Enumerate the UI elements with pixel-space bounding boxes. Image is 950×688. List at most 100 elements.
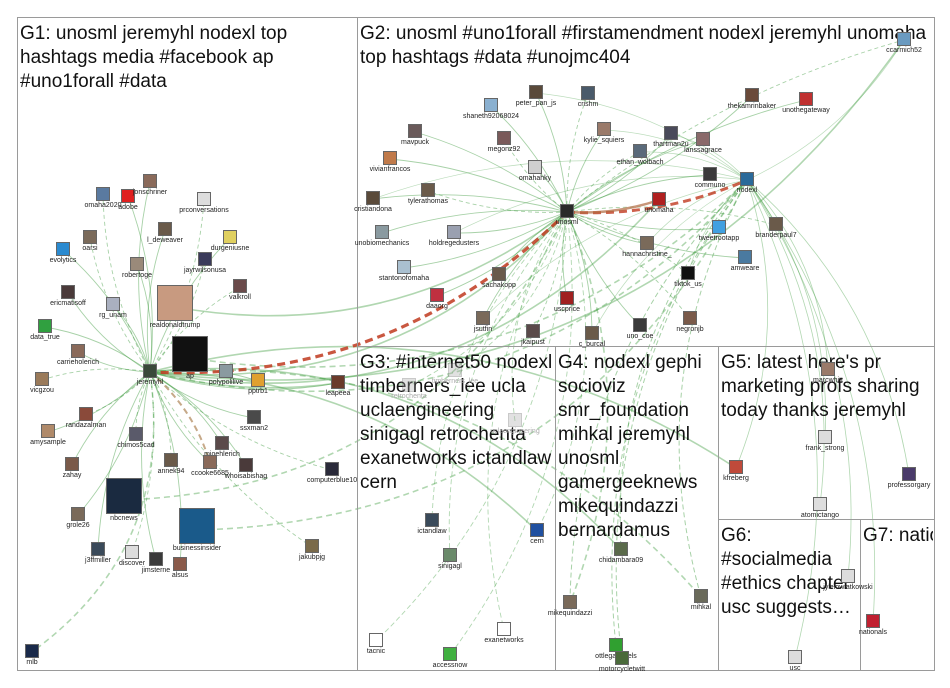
node-ericmatisoff[interactable]: ericmatisoff [50, 285, 86, 307]
node-thartman2u[interactable]: thartman2u [653, 126, 689, 148]
node-mjoehlerich[interactable]: mjoehlerich [204, 436, 240, 458]
node-timberners[interactable]: timberners_lee [432, 363, 478, 385]
node-unomaha[interactable]: unomaha [644, 192, 674, 214]
node-omahahky[interactable]: omahahky [519, 160, 551, 182]
node-randazalman[interactable]: randazalman [66, 407, 106, 429]
node-grole26[interactable]: grole26 [66, 507, 90, 529]
node-nationals[interactable]: nationals [859, 614, 887, 636]
node-realdonaldtrump[interactable]: realdonaldtrump [150, 285, 200, 329]
node-vivianfrancos[interactable]: vivianfrancos [370, 151, 410, 173]
node-nodexl[interactable]: nodexl [737, 172, 757, 194]
node-mavpuck[interactable]: mavpuck [401, 124, 429, 146]
node-uscprice[interactable]: uscprice [554, 291, 580, 313]
node-usc[interactable]: usc [788, 650, 802, 672]
node-jakubpjg[interactable]: jakubpjg [299, 539, 325, 561]
node-holdregedusters[interactable]: holdregedusters [429, 225, 479, 247]
node-robertoge[interactable]: robertoge [122, 257, 152, 279]
node-shaneth[interactable]: shaneth92068024 [463, 98, 519, 120]
node-durgeniusne[interactable]: durgeniusne [211, 230, 249, 252]
node-unosml[interactable]: unosml [556, 204, 578, 226]
node-jkaipust[interactable]: jkaipust [521, 324, 545, 346]
node-megonz92[interactable]: megonz92 [488, 131, 520, 153]
node-frankstrong[interactable]: frank_strong [806, 430, 844, 452]
node-sinigagl[interactable]: sinigagl [438, 548, 462, 570]
node-mlb[interactable]: mlb [25, 644, 39, 666]
node-hannachristine[interactable]: hannachristine_ [622, 236, 672, 258]
node-crishm[interactable]: crishm [578, 86, 598, 108]
node-ap[interactable]: ap [172, 336, 208, 380]
node-daaorg[interactable]: daaorg [426, 288, 448, 310]
node-tweetrootapp[interactable]: tweetrootapp [699, 220, 739, 242]
node-unothegateway[interactable]: unothegateway [782, 92, 830, 114]
node-retrochenta[interactable]: retrochenta [391, 378, 427, 400]
node-mikequindazzi[interactable]: mikequindazzi [548, 595, 592, 617]
node-chidambara09[interactable]: chidambara09 [599, 542, 643, 564]
node-jonschriner[interactable]: jonschriner [133, 174, 167, 196]
node-ottlegalrebels[interactable]: ottlegalrebels [595, 638, 637, 660]
node-amysample[interactable]: amysample [30, 424, 66, 446]
node-thekamrinbaker[interactable]: thekamrinbaker [728, 88, 776, 110]
node-valkroll[interactable]: valkroll [229, 279, 251, 301]
node-peterpanjs[interactable]: peter_pan_js [516, 85, 556, 107]
node-oarsi[interactable]: oarsi [82, 230, 98, 252]
node-carrieholerich[interactable]: carrieholerich [57, 344, 99, 366]
node-lanssagrace[interactable]: lanssagrace [684, 132, 722, 154]
node-cristiandona[interactable]: cristiandona [354, 191, 392, 213]
node-unocoe[interactable]: uno_coe [627, 318, 653, 340]
node-communo[interactable]: communo [695, 167, 725, 189]
node-kfreberg[interactable]: kfreberg [723, 460, 749, 482]
node-businessinsider[interactable]: businessinsider [173, 508, 221, 552]
node-tacnic[interactable]: tacnic [367, 633, 385, 655]
node-tiktokus[interactable]: tiktok_us [674, 266, 702, 288]
node-accessnow[interactable]: accessnow [433, 647, 467, 669]
node-unobiomechanics[interactable]: unobiomechanics [355, 225, 409, 247]
node-jayrwilsonusa[interactable]: jayrwilsonusa [184, 252, 226, 274]
node-sachakopp[interactable]: sachakopp [482, 267, 516, 289]
node-ictandlaw[interactable]: ictandlaw [417, 513, 447, 535]
node-cburcal[interactable]: c_burcal [579, 326, 605, 348]
node-kyliesquiers[interactable]: kylie_squiers [584, 122, 624, 144]
node-annek94[interactable]: annek94 [158, 453, 184, 475]
node-ldeweaver[interactable]: l_deweaver [147, 222, 183, 244]
node-discover[interactable]: discover [119, 545, 145, 567]
node-jsutfin[interactable]: jsutfin [474, 311, 492, 333]
node-tylerathomas[interactable]: tylerathomas [408, 183, 448, 205]
node-mihkal[interactable]: mihkal [691, 589, 711, 611]
node-whoisabishag[interactable]: whoisabishag [225, 458, 267, 480]
node-amweare[interactable]: amweare [731, 250, 759, 272]
node-rgunam[interactable]: rg_unam [99, 297, 127, 319]
node-adobe[interactable]: adobe [118, 189, 138, 211]
node-motorcycletwitt[interactable]: motorcycletwitt [599, 651, 645, 673]
node-atomictango[interactable]: atomictango [801, 497, 839, 519]
node-label: jimsterne [141, 567, 171, 574]
node-leapeea[interactable]: leapeea [326, 375, 350, 397]
node-cern[interactable]: cern [530, 523, 544, 545]
node-pptrb1[interactable]: pptrb1 [248, 373, 268, 395]
node-prconversations[interactable]: prconversations [179, 192, 229, 214]
node-professorgary[interactable]: professorgary [888, 467, 930, 489]
node-ssxman2[interactable]: ssxman2 [240, 410, 268, 432]
node-chimos5cad[interactable]: chimos5cad [117, 427, 155, 449]
node-jeremyhl[interactable]: jeremyhl [137, 364, 163, 386]
node-polypolilive[interactable]: polypolilive [209, 364, 243, 386]
node-zahay[interactable]: zahay [63, 457, 81, 479]
node-uclaengineering[interactable]: uclaengineering [490, 413, 540, 435]
node-jimsterne[interactable]: jimsterne [142, 552, 170, 574]
node-ethanwolbach[interactable]: ethan_wolbach [616, 144, 664, 166]
node-ccooke6685[interactable]: ccooke6685 [191, 455, 229, 477]
node-ccarmich52[interactable]: ccarmich52 [886, 32, 922, 54]
node-datatrue[interactable]: data_true [30, 319, 60, 341]
node-computerblue10[interactable]: computerblue10 [307, 462, 357, 484]
node-j3ffmiller[interactable]: j3ffmiller [85, 542, 111, 564]
node-nbcnews[interactable]: nbcnews [106, 478, 142, 522]
node-negronjb[interactable]: negronjb [676, 311, 704, 333]
node-jylelowiatkowski[interactable]: jylelowiatkowski [823, 569, 873, 591]
node-exanetworks[interactable]: exanetworks [484, 622, 524, 644]
node-alsus[interactable]: alsus [172, 557, 188, 579]
node-omaha[interactable]: omaha2020 [85, 187, 121, 209]
node-evolytics[interactable]: evolytics [50, 242, 76, 264]
node-stantonofomaha[interactable]: stantonofomaha [379, 260, 429, 282]
node-branderpaul7[interactable]: branderpaul7 [755, 217, 797, 239]
node-marcwhitt[interactable]: marcwhitt [813, 362, 843, 384]
node-vicgzou[interactable]: vicgzou [30, 372, 54, 394]
